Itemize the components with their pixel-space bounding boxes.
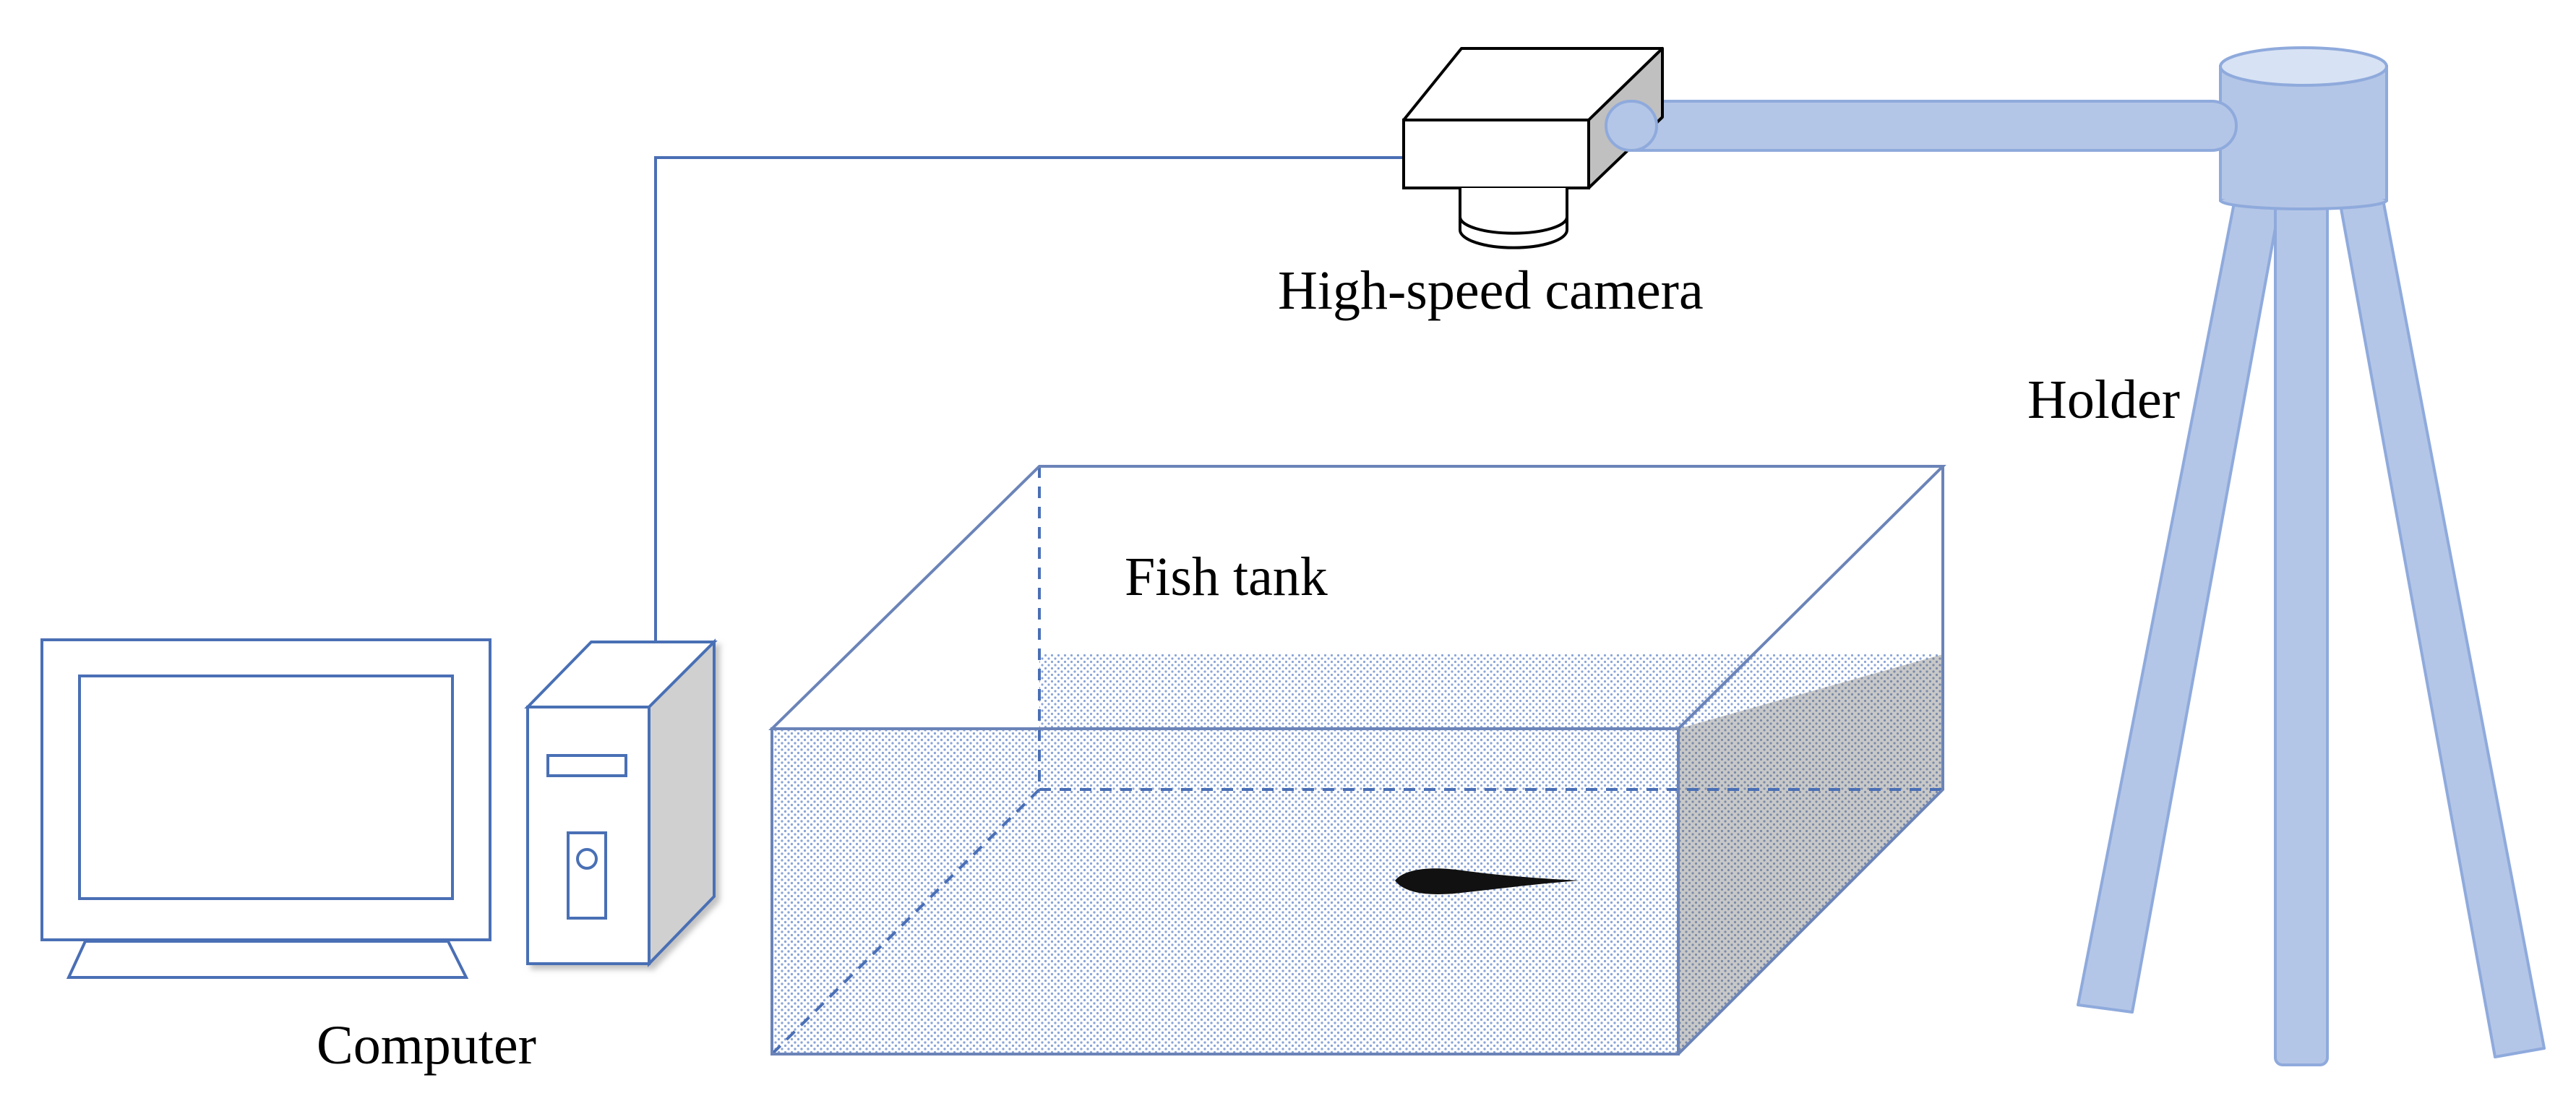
data-cable [654,156,1404,642]
drive-bay [546,754,627,777]
camera-front [1402,119,1590,189]
tripod-icon [1605,46,2546,1066]
tripod-arm [1605,100,2238,152]
tank-side-water [1678,654,1943,1054]
monitor [40,638,491,979]
tank-front-water [772,729,1678,1054]
tripod-leg-right [2335,179,2546,1058]
tripod-leg-left [2077,179,2285,1014]
power-button-icon [576,848,598,870]
camera-label: High-speed camera [1278,260,1704,321]
camera-lens [1459,188,1568,249]
tripod-leg-center [2274,183,2329,1066]
computer-tower [524,638,718,967]
tank-front-face [770,727,1680,1056]
fish-tank [768,465,1946,1056]
camera-icon [1402,47,1664,249]
power-panel [567,831,607,920]
fish-icon [1395,868,1579,894]
tripod-head [2219,46,2388,210]
holder-label: Holder [2027,369,2181,430]
fish-tank-label: Fish tank [1125,547,1328,607]
computer-label: Computer [317,1015,536,1076]
desktop-computer-icon [40,638,718,979]
